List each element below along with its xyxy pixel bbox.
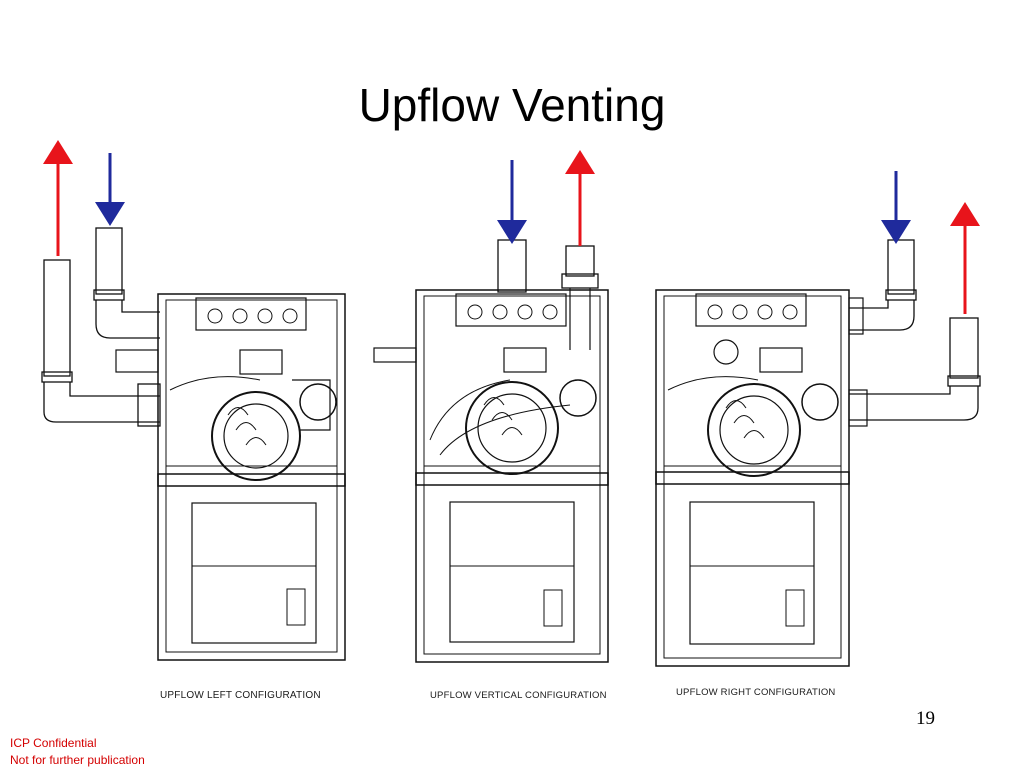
blower-wheel [211, 391, 301, 481]
cabinet [655, 289, 850, 667]
cabinet [415, 289, 609, 663]
blower-wheel [707, 383, 801, 477]
blower-wheel [465, 381, 559, 475]
footer-line-2: Not for further publication [10, 753, 145, 767]
furnace-left [41, 227, 346, 661]
slide-title: Upflow Venting [358, 79, 666, 131]
cabinet [157, 293, 346, 661]
caption-upflow-vertical: UPFLOW VERTICAL CONFIGURATION [430, 690, 607, 701]
control-box [455, 293, 567, 327]
blower-compartment [689, 501, 815, 645]
control-box [695, 293, 807, 327]
confidential-footer: ICP Confidential Not for further publica… [10, 735, 145, 769]
furnace-right [655, 239, 981, 667]
blower-compartment [449, 501, 575, 643]
footer-line-1: ICP Confidential [10, 736, 97, 750]
caption-upflow-right: UPFLOW RIGHT CONFIGURATION [676, 687, 836, 698]
caption-upflow-left: UPFLOW LEFT CONFIGURATION [160, 690, 321, 701]
blower-compartment [191, 502, 317, 644]
control-box [195, 297, 307, 331]
page-number: 19 [916, 708, 935, 729]
furnace-vertical [373, 239, 609, 663]
